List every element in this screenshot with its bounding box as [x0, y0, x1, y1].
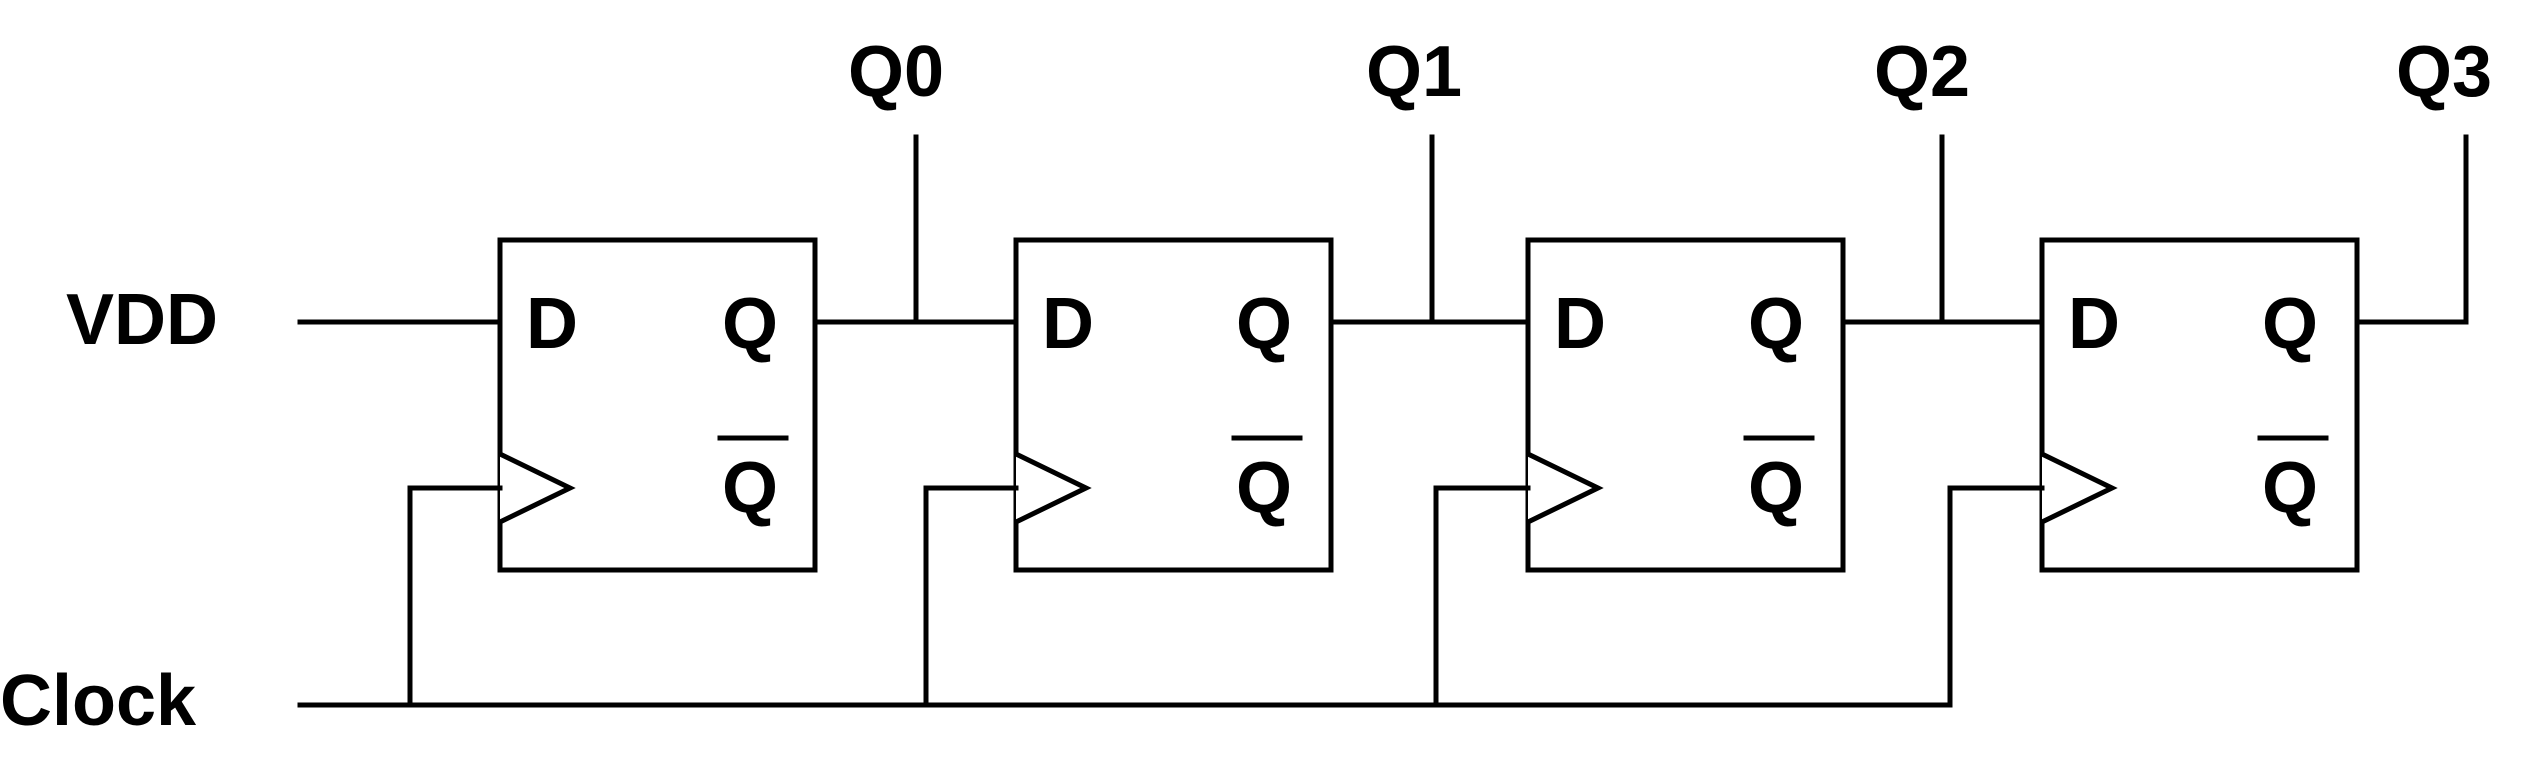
flip-flop-3-body: [2039, 237, 2360, 573]
flip-flop-1-q-pin: Q: [1236, 284, 1292, 364]
clock-label: Clock: [0, 661, 197, 741]
flip-flop-3-q-pin: Q: [2262, 284, 2318, 364]
flip-flop-1-d-pin: D: [1042, 284, 1094, 364]
vdd-label: VDD: [66, 280, 218, 360]
flip-flop-1-qbar-pin: Q: [1236, 448, 1292, 528]
flip-flop-3-qbar-pin: Q: [2262, 448, 2318, 528]
clock-tap-3: [1947, 485, 2045, 708]
flip-flop-2-q-pin: Q: [1748, 284, 1804, 364]
flip-flop-3-d-pin: D: [2068, 284, 2120, 364]
clock-tap-1: [923, 485, 1019, 708]
flip-flop-0: D Q Q: [497, 237, 818, 573]
clock-tap-2: [1433, 485, 1531, 708]
flip-flop-2: D Q Q: [1525, 237, 1846, 573]
flip-flop-3-clock-triangle: [2040, 451, 2118, 525]
flip-flop-2-clock-triangle: [1526, 451, 1604, 525]
flip-flop-1: D Q Q: [1013, 237, 1334, 573]
output-label-q0: Q0: [848, 32, 944, 112]
flip-flop-1-body: [1013, 237, 1334, 573]
flip-flop-0-clock-triangle: [498, 451, 576, 525]
output-label-q1: Q1: [1366, 32, 1462, 112]
output-label-q2: Q2: [1874, 32, 1970, 112]
flip-flop-2-body: [1525, 237, 1846, 573]
flip-flop-2-d-pin: D: [1554, 284, 1606, 364]
flip-flop-0-d-pin: D: [526, 284, 578, 364]
flip-flop-0-q-pin: Q: [722, 284, 778, 364]
flip-flop-2-qbar-pin: Q: [1748, 448, 1804, 528]
flip-flop-0-qbar-pin: Q: [722, 448, 778, 528]
clock-tap-0: [407, 485, 503, 708]
flip-flop-0-body: [497, 237, 818, 573]
q3-wire: [2354, 134, 2469, 325]
output-label-q3: Q3: [2396, 32, 2492, 112]
flip-flop-3: D Q Q: [2039, 237, 2360, 573]
flip-flop-1-clock-triangle: [1014, 451, 1092, 525]
